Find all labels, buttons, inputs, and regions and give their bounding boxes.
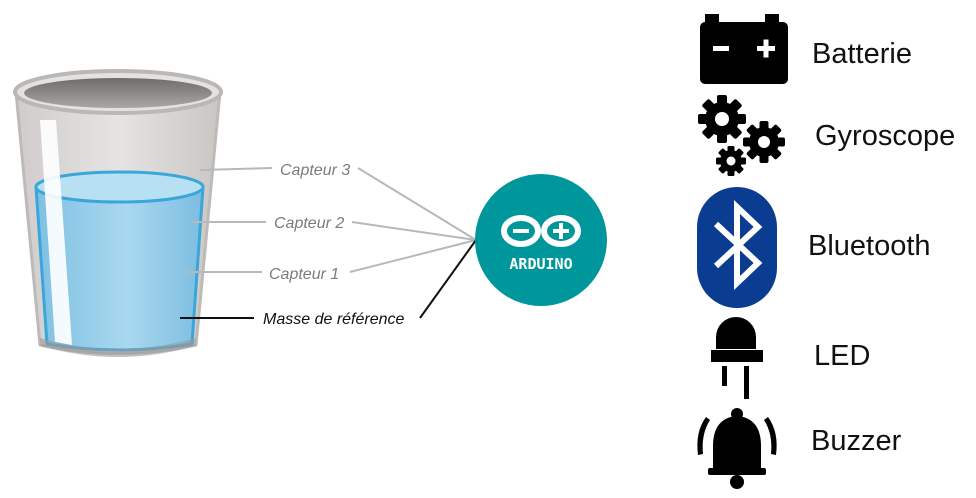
glass-highlight [40,120,72,345]
component-label-bluetooth: Bluetooth [808,230,931,262]
bluetooth-icon [697,187,777,308]
component-label-buzzer: Buzzer [811,425,902,457]
glass-base [40,338,196,357]
sensor-label-2: Capteur 2 [274,215,344,232]
arduino-label: ARDUINO [509,255,572,273]
component-label-gyroscope: Gyroscope [815,120,956,152]
connector-lines [180,167,477,319]
sensor-label-3: Capteur 3 [280,162,350,179]
arduino-logo: ARDUINO [475,174,607,306]
battery-icon [700,14,788,84]
sensor-label-1: Capteur 1 [269,266,339,283]
component-label-led: LED [814,340,871,372]
bell-icon [697,408,777,489]
reference-label: Masse de référence [263,311,405,328]
led-icon [711,317,763,399]
component-label-batterie: Batterie [812,38,912,70]
gears-icon [698,95,785,176]
